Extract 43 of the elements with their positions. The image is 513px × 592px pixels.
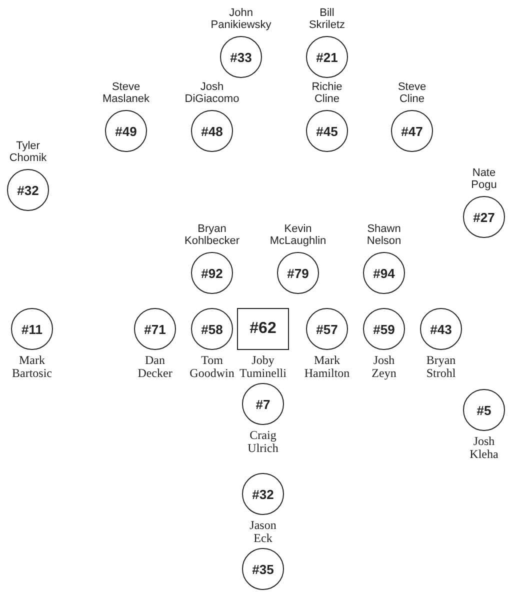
player-name: Richie Cline bbox=[312, 80, 342, 105]
player-name: Josh Kleha bbox=[470, 435, 498, 462]
player-name: Kevin McLaughlin bbox=[270, 222, 326, 247]
jersey-number: #57 bbox=[316, 322, 338, 336]
player-name: John Panikiewsky bbox=[210, 6, 272, 31]
jersey-number: #48 bbox=[201, 124, 223, 138]
player-name: Mark Bartosic bbox=[12, 354, 52, 380]
jersey-number: #32 bbox=[17, 182, 39, 198]
player-name: Dan Decker bbox=[138, 354, 172, 380]
jersey-number: #43 bbox=[430, 322, 452, 336]
jersey-number: #79 bbox=[287, 266, 309, 280]
jersey-number: #71 bbox=[144, 322, 166, 336]
player-name: Steve Maslanek bbox=[102, 80, 150, 105]
jersey-number: #27 bbox=[473, 210, 495, 224]
jersey-number: #7 bbox=[256, 396, 270, 412]
player-name: Joby Tuminelli bbox=[240, 354, 286, 380]
player-name: Nate Pogu bbox=[471, 166, 497, 191]
jersey-number: #33 bbox=[230, 50, 252, 64]
player-name: Tyler Chomik bbox=[9, 140, 47, 164]
jersey-number: #58 bbox=[201, 322, 223, 336]
jersey-number: #92 bbox=[201, 266, 223, 280]
jersey-number: #62 bbox=[250, 320, 276, 338]
jersey-number: #32 bbox=[252, 486, 274, 502]
player-name: Mark Hamilton bbox=[304, 354, 350, 380]
jersey-number: #94 bbox=[373, 266, 395, 280]
player-name: Bryan Strohl bbox=[426, 354, 456, 380]
player-name: Craig Ulrich bbox=[248, 429, 278, 456]
jersey-number: #5 bbox=[476, 402, 492, 418]
jersey-number: #21 bbox=[316, 50, 338, 64]
jersey-number: #47 bbox=[401, 124, 423, 138]
player-name: Josh DiGiacomo bbox=[184, 80, 240, 105]
player-name: Bryan Kohlbecker bbox=[184, 222, 240, 247]
player-name: Tom Goodwin bbox=[190, 354, 234, 380]
player-name: Steve Cline bbox=[398, 80, 426, 105]
player-name: Josh Zeyn bbox=[372, 354, 396, 380]
jersey-number: #49 bbox=[115, 124, 137, 138]
jersey-number: #11 bbox=[22, 322, 42, 336]
player-name: Shawn Nelson bbox=[366, 222, 402, 247]
player-name: Jason Eck bbox=[250, 519, 276, 546]
jersey-number: #35 bbox=[252, 562, 274, 576]
player-name: Bill Skriletz bbox=[308, 6, 346, 31]
jersey-number: #45 bbox=[316, 124, 338, 138]
jersey-number: #59 bbox=[373, 322, 395, 336]
